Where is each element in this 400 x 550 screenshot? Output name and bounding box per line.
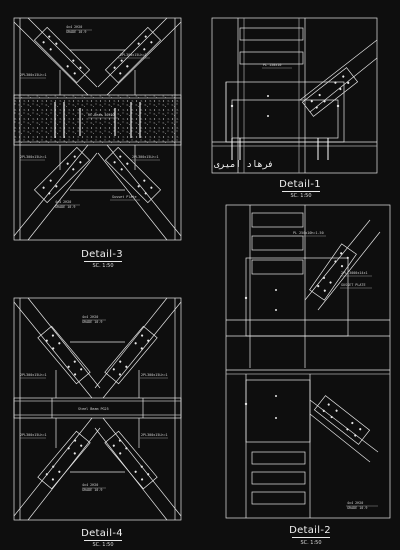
- d3-label-plate-ur: 2PL300x15Lh=1: [120, 53, 147, 57]
- d4-label-grade: GRADE 10.9: [82, 320, 102, 324]
- d1-label-plate: PL 150x10: [263, 63, 281, 67]
- detail-4-drawing: [13, 297, 182, 521]
- d3-label-grade-low: GRADE 10.9: [55, 205, 75, 209]
- detail-3-underline: [84, 261, 122, 262]
- d2-label-bolts: 4x4 2H20: [347, 501, 363, 505]
- detail-2-underline: [292, 537, 330, 538]
- d4-label-plate-lr: 2PL300x15Lh=1: [141, 433, 168, 437]
- detail-4-underline: [84, 540, 122, 541]
- detail-3-labels: 4x4 2H20 GRADE 10.9 2PL300x15Lh=1 2PL300…: [20, 25, 159, 209]
- steel-beam: [13, 397, 182, 419]
- d2-label-gusset: GUSSET PLATE: [341, 283, 366, 287]
- detail-3-drawing: [13, 17, 182, 241]
- detail-1-title: Detail-1: [279, 179, 321, 190]
- detail-1-underline: [282, 191, 320, 192]
- detail-2-labels: PL 250x10h=1.50 2PL 3000x14x1 GUSSET PLA…: [293, 231, 368, 510]
- d3-label-concrete: RC Beam 40x50: [88, 113, 115, 117]
- detail-3-scale: SC. 1:50: [92, 263, 114, 269]
- d3-label-bolts-low: 4x4 2H20: [55, 200, 71, 204]
- d4-label-beam: Steel Beam PG25: [78, 407, 109, 411]
- d4-label-plate-ll: 2PL300x15Lh=1: [20, 433, 47, 437]
- d4-label-bolts-low: 4x4 2H20: [82, 483, 98, 487]
- d3-label-bolts: 4x4 2H20: [66, 25, 82, 29]
- d2-label-pl-main: PL 250x10h=1.50: [293, 231, 324, 235]
- d2-label-grade: GRADE 10.9: [347, 506, 367, 510]
- d2-label-plate: 2PL 3000x14x1: [341, 271, 368, 275]
- detail-2-drawing: [225, 204, 391, 519]
- detail-2-frame: [225, 204, 391, 519]
- detail-4-title: Detail-4: [81, 528, 123, 539]
- rc-beam-band: [13, 94, 182, 146]
- d3-label-plate-ul: 2PL300x15Lh=1: [20, 73, 47, 77]
- detail-1-scale: SC. 1:50: [290, 193, 312, 199]
- d3-label-plate-ll: 2PL300x15Lh=1: [20, 155, 47, 159]
- d4-label-bolts: 4x4 2H20: [82, 315, 98, 319]
- d4-label-plate-ur: 2PL300x15Lh=1: [141, 373, 168, 377]
- detail-3-title: Detail-3: [81, 249, 123, 260]
- detail-1-frame: [211, 17, 378, 174]
- d4-label-plate-ul: 2PL300x15Lh=1: [20, 373, 47, 377]
- detail-1-drawing: [211, 17, 378, 174]
- d3-label-plate-lr: 2PL300x15Lh=1: [132, 155, 159, 159]
- d3-label-gusset: Gusset Plate: [112, 195, 137, 199]
- d4-label-grade-low: GRADE 10.9: [82, 488, 102, 492]
- detail-2-title: Detail-2: [289, 525, 331, 536]
- detail-4-labels: 4x4 2H20 GRADE 10.9 2PL300x15Lh=1 2PL300…: [20, 315, 168, 492]
- detail-2-scale: SC. 1:50: [300, 540, 322, 546]
- d1-logo-signature: فرهاد امیری: [214, 160, 274, 170]
- d3-label-grade: GRADE 10.9: [66, 30, 86, 34]
- detail-4-scale: SC. 1:50: [92, 542, 114, 548]
